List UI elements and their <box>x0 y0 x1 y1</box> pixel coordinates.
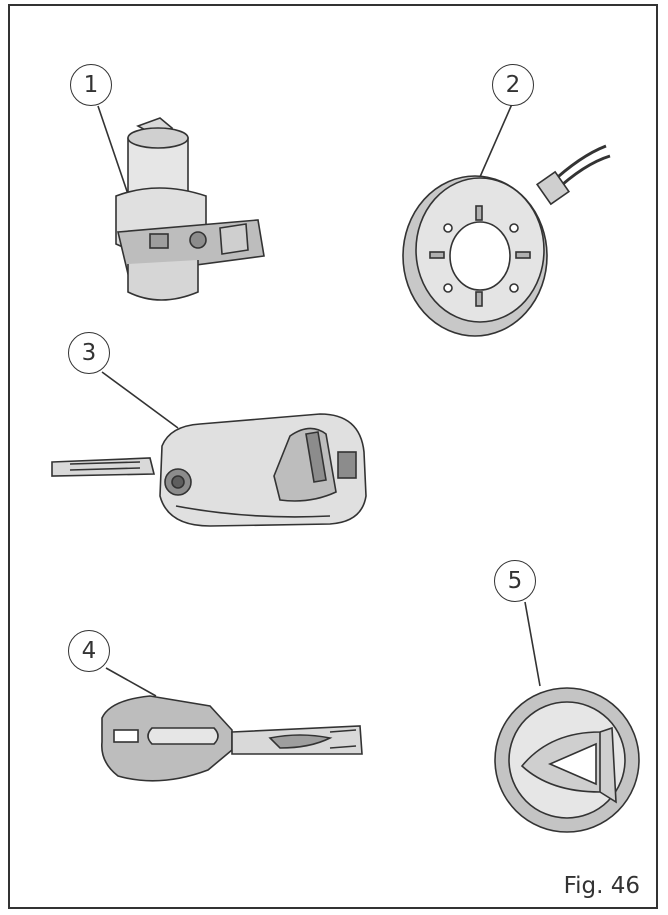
leader-line-2 <box>475 103 513 187</box>
leader-line-3 <box>101 371 179 429</box>
callout-5: 5 <box>494 560 536 602</box>
callout-4: 4 <box>68 630 110 672</box>
mechanical-key-part <box>101 695 363 782</box>
callout-label: 5 <box>507 568 523 594</box>
key-fob-part <box>51 413 367 527</box>
parts-illustration <box>51 103 640 833</box>
ignition-lock-part <box>115 117 265 301</box>
callout-label: 4 <box>81 638 97 664</box>
figure-caption: Fig. 46 <box>563 873 640 899</box>
callout-label: 1 <box>83 72 99 98</box>
callout-label: 3 <box>81 340 97 366</box>
callout-1: 1 <box>70 64 112 106</box>
figure-frame: 1 2 3 4 5 Fig. 46 <box>8 4 658 909</box>
leader-line-4 <box>105 667 157 697</box>
callout-2: 2 <box>492 64 534 106</box>
leader-line-5 <box>524 601 541 687</box>
callout-label: 2 <box>505 72 521 98</box>
leader-line-1 <box>97 105 133 207</box>
callout-3: 3 <box>68 332 110 374</box>
antenna-ring-part <box>402 144 611 337</box>
round-cap-part <box>494 687 640 833</box>
